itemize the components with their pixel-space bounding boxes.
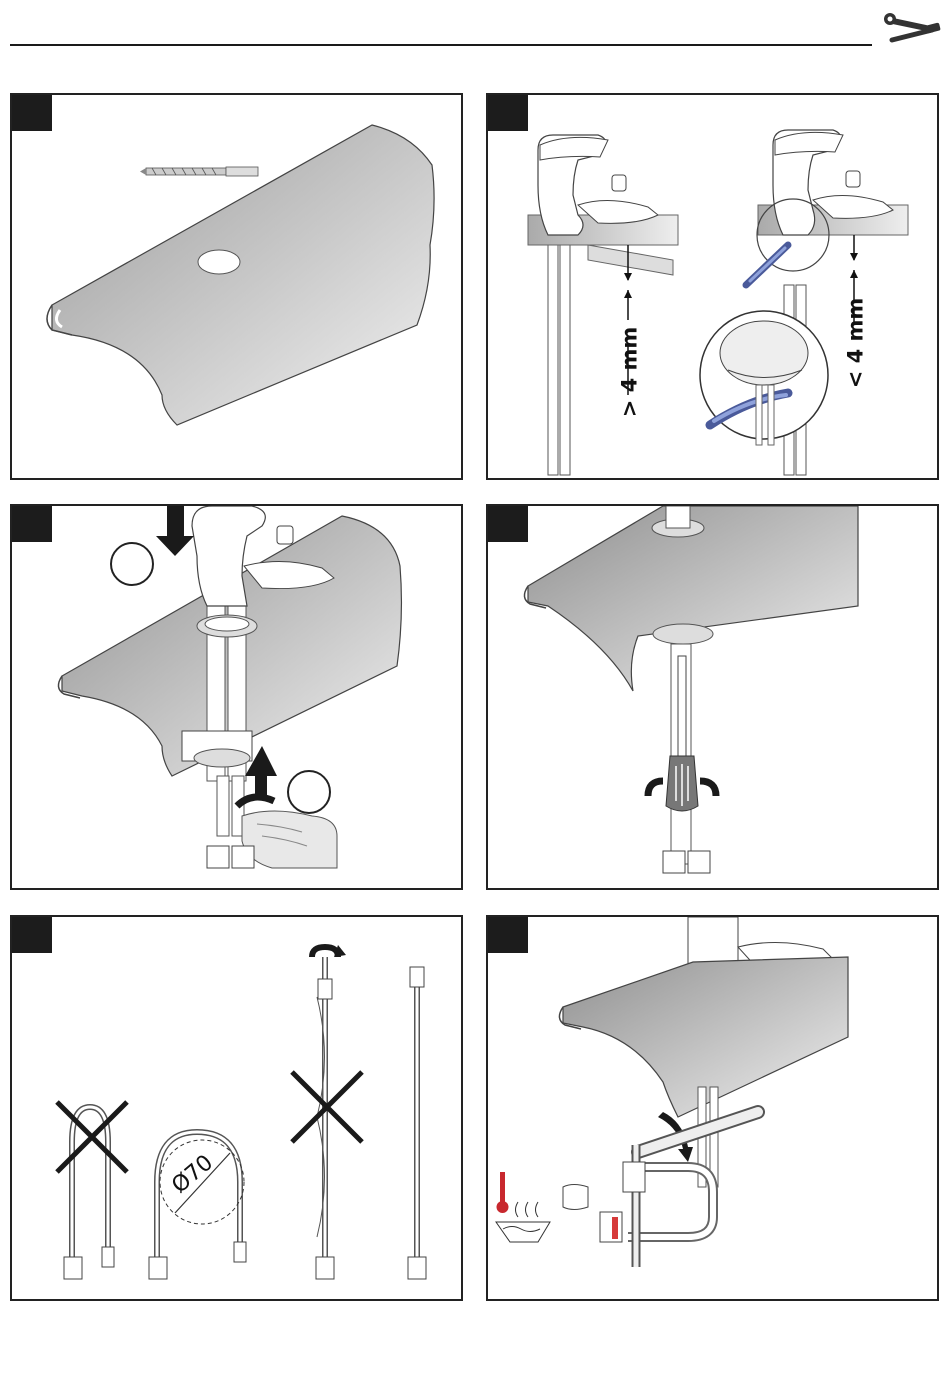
measure-label-greater: > 4 mm <box>617 327 641 418</box>
step-6-panel <box>486 915 939 1301</box>
step-4-panel <box>486 504 939 890</box>
screwdriver-icon <box>648 656 716 811</box>
step-4-illustration <box>488 506 937 888</box>
step-5-illustration <box>12 917 461 1299</box>
step-3-panel <box>10 504 463 890</box>
step-6-marker <box>488 917 528 953</box>
cross-mark-icon <box>57 1102 127 1172</box>
header-rule <box>10 44 872 46</box>
step-6-illustration <box>488 917 937 1299</box>
drill-bit-icon <box>140 167 258 176</box>
step-2-illustration <box>488 95 937 478</box>
measure-label-less: < 4 mm <box>843 298 867 389</box>
hot-water-icon <box>496 1172 550 1242</box>
step-1-marker <box>12 95 52 131</box>
step-5-marker <box>12 917 52 953</box>
push-arrow-icon <box>156 506 194 556</box>
step-2-marker <box>488 95 528 131</box>
step-3-marker <box>12 506 52 542</box>
hand-icon <box>242 811 337 868</box>
step-3-illustration <box>12 506 461 888</box>
step-5-panel: Ø70 <box>10 915 463 1301</box>
step-2-panel: > 4 mm < 4 mm <box>486 93 939 480</box>
step-1-illustration <box>12 95 461 478</box>
step-4-marker <box>488 506 528 542</box>
step-1-panel <box>10 93 463 480</box>
wrench-screwdriver-icon <box>882 8 942 48</box>
spanner-icon <box>636 1112 758 1267</box>
